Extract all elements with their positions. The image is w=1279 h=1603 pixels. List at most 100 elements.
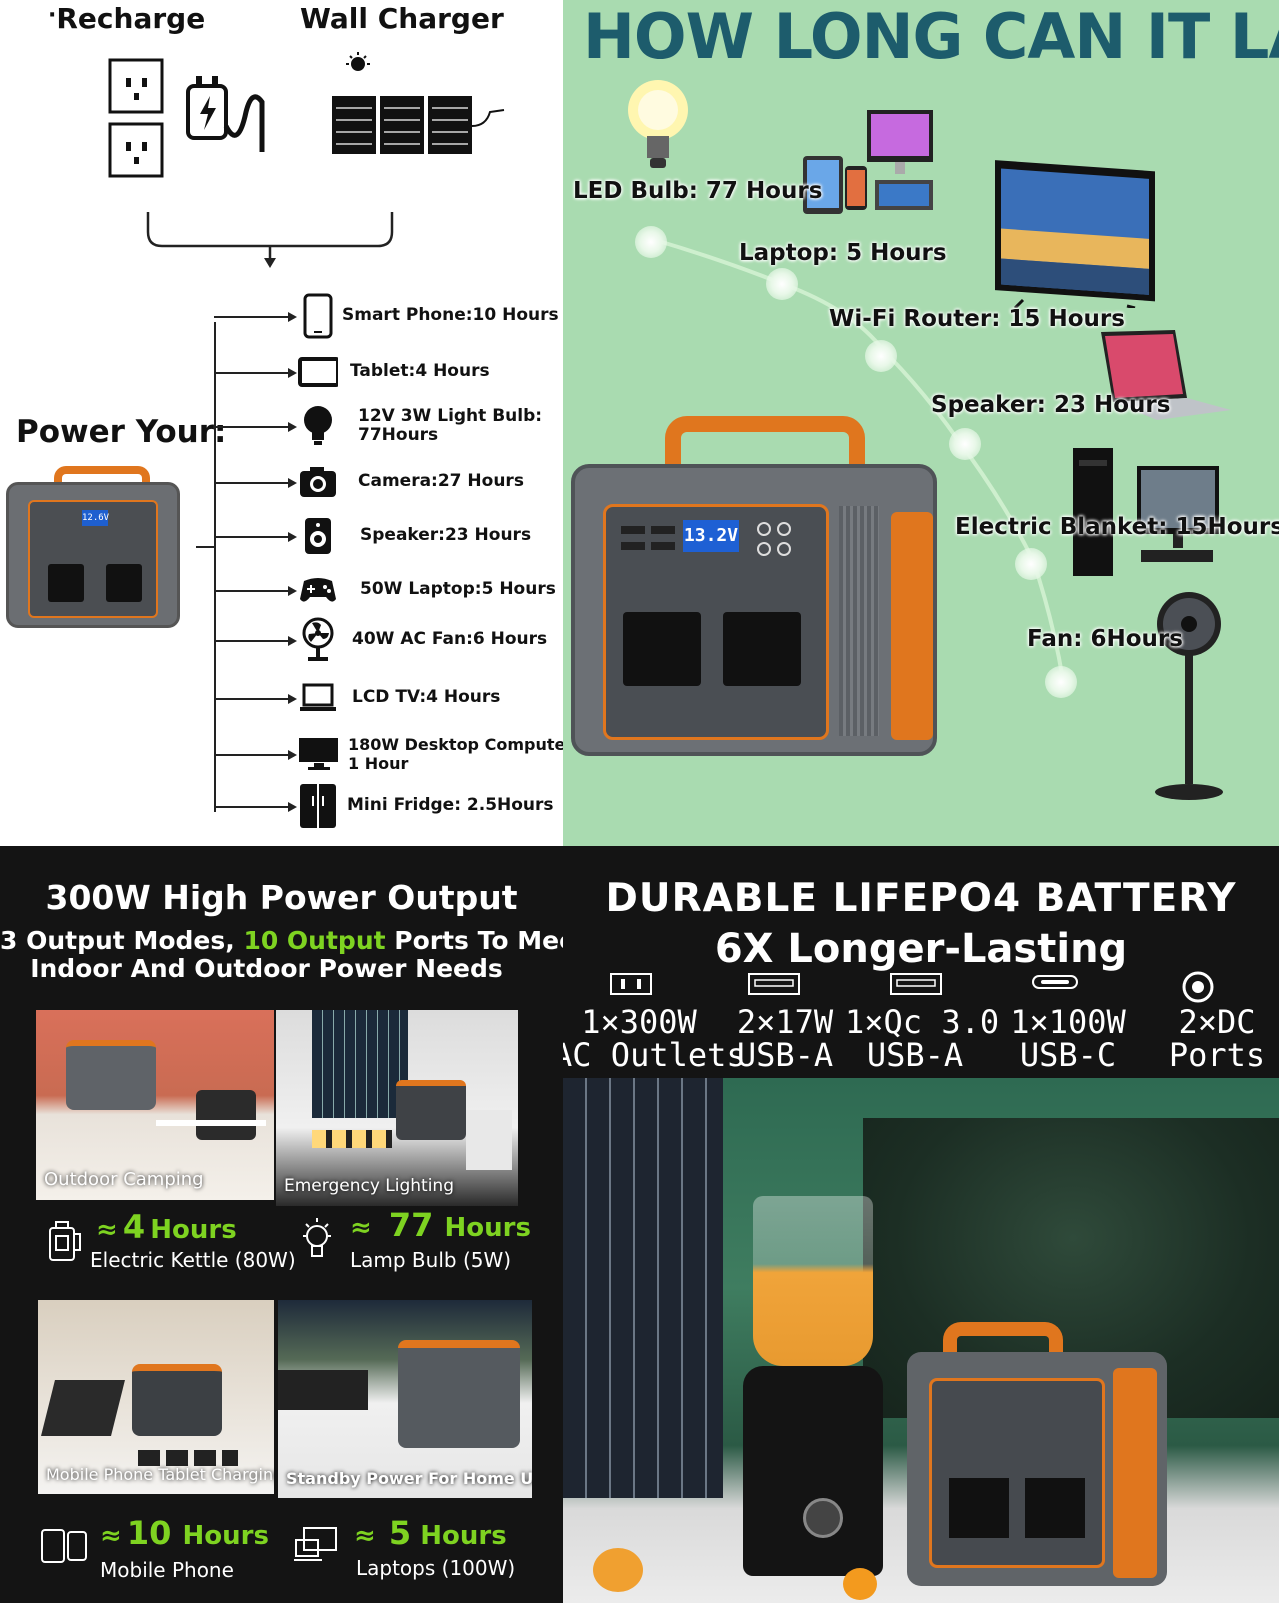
orange-fruit xyxy=(593,1548,643,1592)
connector-line xyxy=(214,482,288,484)
device-runtime-label: Speaker:23 Hours xyxy=(360,525,532,545)
connector-line xyxy=(214,426,288,428)
wall-outlet-icon xyxy=(108,58,164,178)
glow-dot xyxy=(766,268,798,300)
runtime-title: HOW LONG CAN IT LAST? xyxy=(583,0,1279,73)
blender-knob xyxy=(803,1498,843,1538)
output-subtitle-2: Indoor And Outdoor Power Needs xyxy=(30,954,503,983)
device-runtime-label: 40W AC Fan:6 Hours xyxy=(352,629,548,649)
desktop-icon xyxy=(298,732,338,776)
device-runtime-label: 180W Desktop Computer:1 Hour xyxy=(348,735,563,773)
device-runtime-label: Camera:27 Hours xyxy=(358,471,524,491)
solar-panel xyxy=(563,1078,723,1498)
device-runtime-label: Smart Phone:10 Hours xyxy=(342,305,559,325)
phone-tablet-icon xyxy=(41,1529,87,1563)
arrow-head xyxy=(288,802,297,812)
wifi-router-label: Wi-Fi Router: 15 Hours xyxy=(829,306,1125,332)
fan-icon xyxy=(298,617,338,662)
connector-line xyxy=(214,316,288,318)
speaker-label: Speaker: 23 Hours xyxy=(931,392,1171,418)
gamepad-icon xyxy=(298,568,338,612)
light-bulb-icon xyxy=(298,404,338,448)
runtime-panel: HOW LONG CAN IT LAST? xyxy=(563,0,1279,846)
output-subtitle-1: 3 Output Modes, 10 Output Ports To Meet xyxy=(0,926,563,955)
stat-phone: ≈ 10 Hours xyxy=(100,1514,269,1552)
fan-label: Fan: 6Hours xyxy=(1027,626,1183,652)
photo-emergency-lighting: Emergency Lighting xyxy=(276,1010,518,1206)
power-your-label: Power Your: xyxy=(16,414,227,450)
stat-laptop: ≈ 5 Hours xyxy=(354,1514,507,1552)
laptop-label: Laptop: 5 Hours xyxy=(739,240,947,266)
laptop-monitor-icon xyxy=(294,1527,337,1561)
glow-dot xyxy=(1045,666,1077,698)
device-runtime-label: 12V 3W Light Bulb:77Hours xyxy=(358,406,543,445)
photo-standby-home: Standby Power For Home Use xyxy=(278,1300,532,1498)
desktop-computer-icon xyxy=(1073,448,1219,576)
usb-a-icon xyxy=(747,972,801,1000)
arrow-head xyxy=(288,422,297,432)
arrow-head xyxy=(288,532,297,542)
output-title: 300W High Power Output xyxy=(45,878,518,917)
blender-base xyxy=(743,1366,883,1576)
stat-kettle: ≈ 4 Hours xyxy=(96,1208,237,1246)
power-station-image: 12.6V xyxy=(6,466,180,628)
photo-caption: Outdoor Camping xyxy=(44,1169,204,1190)
glow-dot xyxy=(1015,548,1047,580)
glow-dot xyxy=(635,226,667,258)
connector-line xyxy=(214,754,288,756)
tv-icon xyxy=(995,160,1155,308)
arrow-head xyxy=(288,750,297,760)
ac-socket xyxy=(1025,1478,1085,1538)
speaker-icon xyxy=(298,514,338,558)
device-runtime-label: 50W Laptop:5 Hours xyxy=(360,579,556,599)
battery-panel: DURABLE LIFEPO4 BATTERY 6X Longer-Lastin… xyxy=(563,846,1279,1603)
electric-blanket-label: Electric Blanket: 15Hours xyxy=(955,514,1279,540)
dc-port-icon xyxy=(1181,970,1215,1008)
connector-line xyxy=(214,806,288,808)
stat-phone-desc: Mobile Phone xyxy=(100,1558,234,1582)
ac-outlet-icon xyxy=(609,972,653,1000)
photo-outdoor-camping: Outdoor Camping xyxy=(36,1010,274,1200)
battery-header xyxy=(563,846,1279,1078)
smartphone-icon xyxy=(298,293,338,339)
stat-lamp: ≈ 77 Hours xyxy=(350,1206,531,1244)
recharge-panel: ·Recharge Wall Charger Power Your: xyxy=(0,0,563,846)
tree-trunk xyxy=(214,322,216,812)
led-bulb-icon xyxy=(628,80,688,168)
station-display: 13.2V xyxy=(683,520,739,552)
blender xyxy=(753,1196,873,1366)
connector-line xyxy=(214,698,288,700)
solar-panel-icon xyxy=(332,52,505,154)
tablet-icon xyxy=(298,350,338,394)
laptop-icon xyxy=(1101,330,1231,420)
stat-laptop-desc: Laptops (100W) xyxy=(356,1556,516,1580)
devices-cluster-icon xyxy=(803,110,933,214)
connector-line xyxy=(214,590,288,592)
station-front xyxy=(929,1378,1105,1568)
photo-caption: Mobile Phone Tablet Charging xyxy=(46,1465,274,1484)
connector-line xyxy=(214,640,288,642)
battery-subtitle: 6X Longer-Lasting xyxy=(714,926,1128,972)
device-runtime-label: Mini Fridge: 2.5Hours xyxy=(347,795,554,815)
output-panel: 300W High Power Output 3 Output Modes, 1… xyxy=(0,846,563,1603)
power-station-large-image: 13.2V xyxy=(571,416,937,756)
station-side xyxy=(1113,1368,1157,1578)
laptop-icon xyxy=(298,676,338,720)
led-bulb-label: LED Bulb: 77 Hours xyxy=(573,178,823,204)
orange-fruit xyxy=(843,1568,877,1600)
usb-a-qc-icon xyxy=(889,972,943,1000)
ac-socket xyxy=(949,1478,1009,1538)
fan-icon xyxy=(1155,592,1223,800)
photo-caption: Standby Power For Home Use xyxy=(286,1469,532,1488)
arrow-head xyxy=(288,586,297,596)
connector-line xyxy=(214,536,288,538)
camping-scene-photo xyxy=(563,1078,1279,1603)
stat-kettle-desc: Electric Kettle (80W) xyxy=(90,1248,296,1272)
camera-icon xyxy=(298,460,338,504)
arrow-head xyxy=(288,312,297,322)
